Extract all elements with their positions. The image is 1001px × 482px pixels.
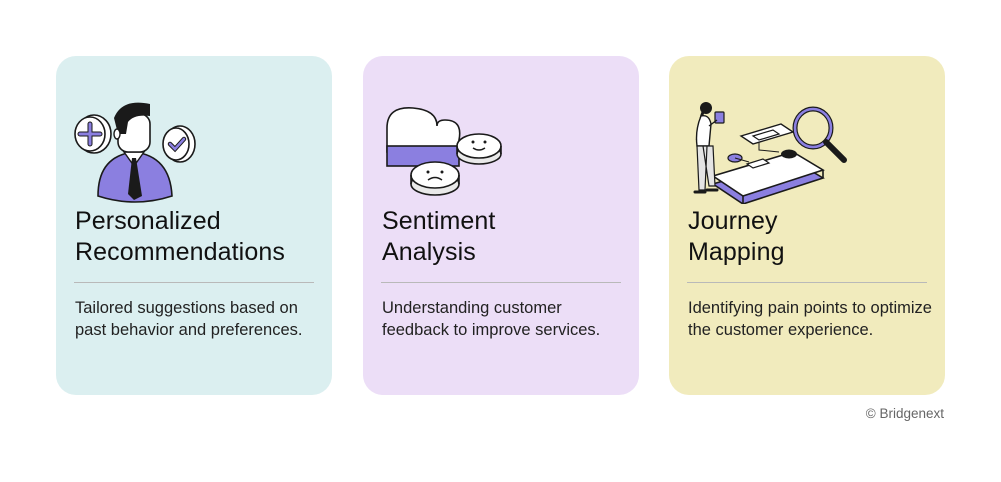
journey-map-icon	[693, 102, 847, 204]
card-description: Tailored suggestions based on past behav…	[75, 299, 303, 339]
card-title: Personalized Recommendations	[75, 207, 285, 266]
card-title: Sentiment Analysis	[382, 207, 496, 266]
card-description: Identifying pain points to optimize the …	[688, 299, 932, 339]
card-description: Understanding customer feedback to impro…	[382, 299, 601, 339]
card-divider	[381, 282, 621, 283]
card-title: Journey Mapping	[688, 207, 785, 266]
card-journey-mapping: Journey Mapping Identifying pain points …	[669, 56, 945, 395]
person-recommendations-icon	[74, 102, 196, 203]
card-personalized-recommendations: Personalized Recommendations Tailored su…	[56, 56, 332, 395]
sentiment-faces-icon	[386, 107, 502, 196]
copyright-label: © Bridgenext	[865, 406, 944, 421]
card-divider	[687, 282, 927, 283]
card-sentiment-analysis: Sentiment Analysis Understanding custome…	[363, 56, 639, 395]
card-divider	[74, 282, 314, 283]
